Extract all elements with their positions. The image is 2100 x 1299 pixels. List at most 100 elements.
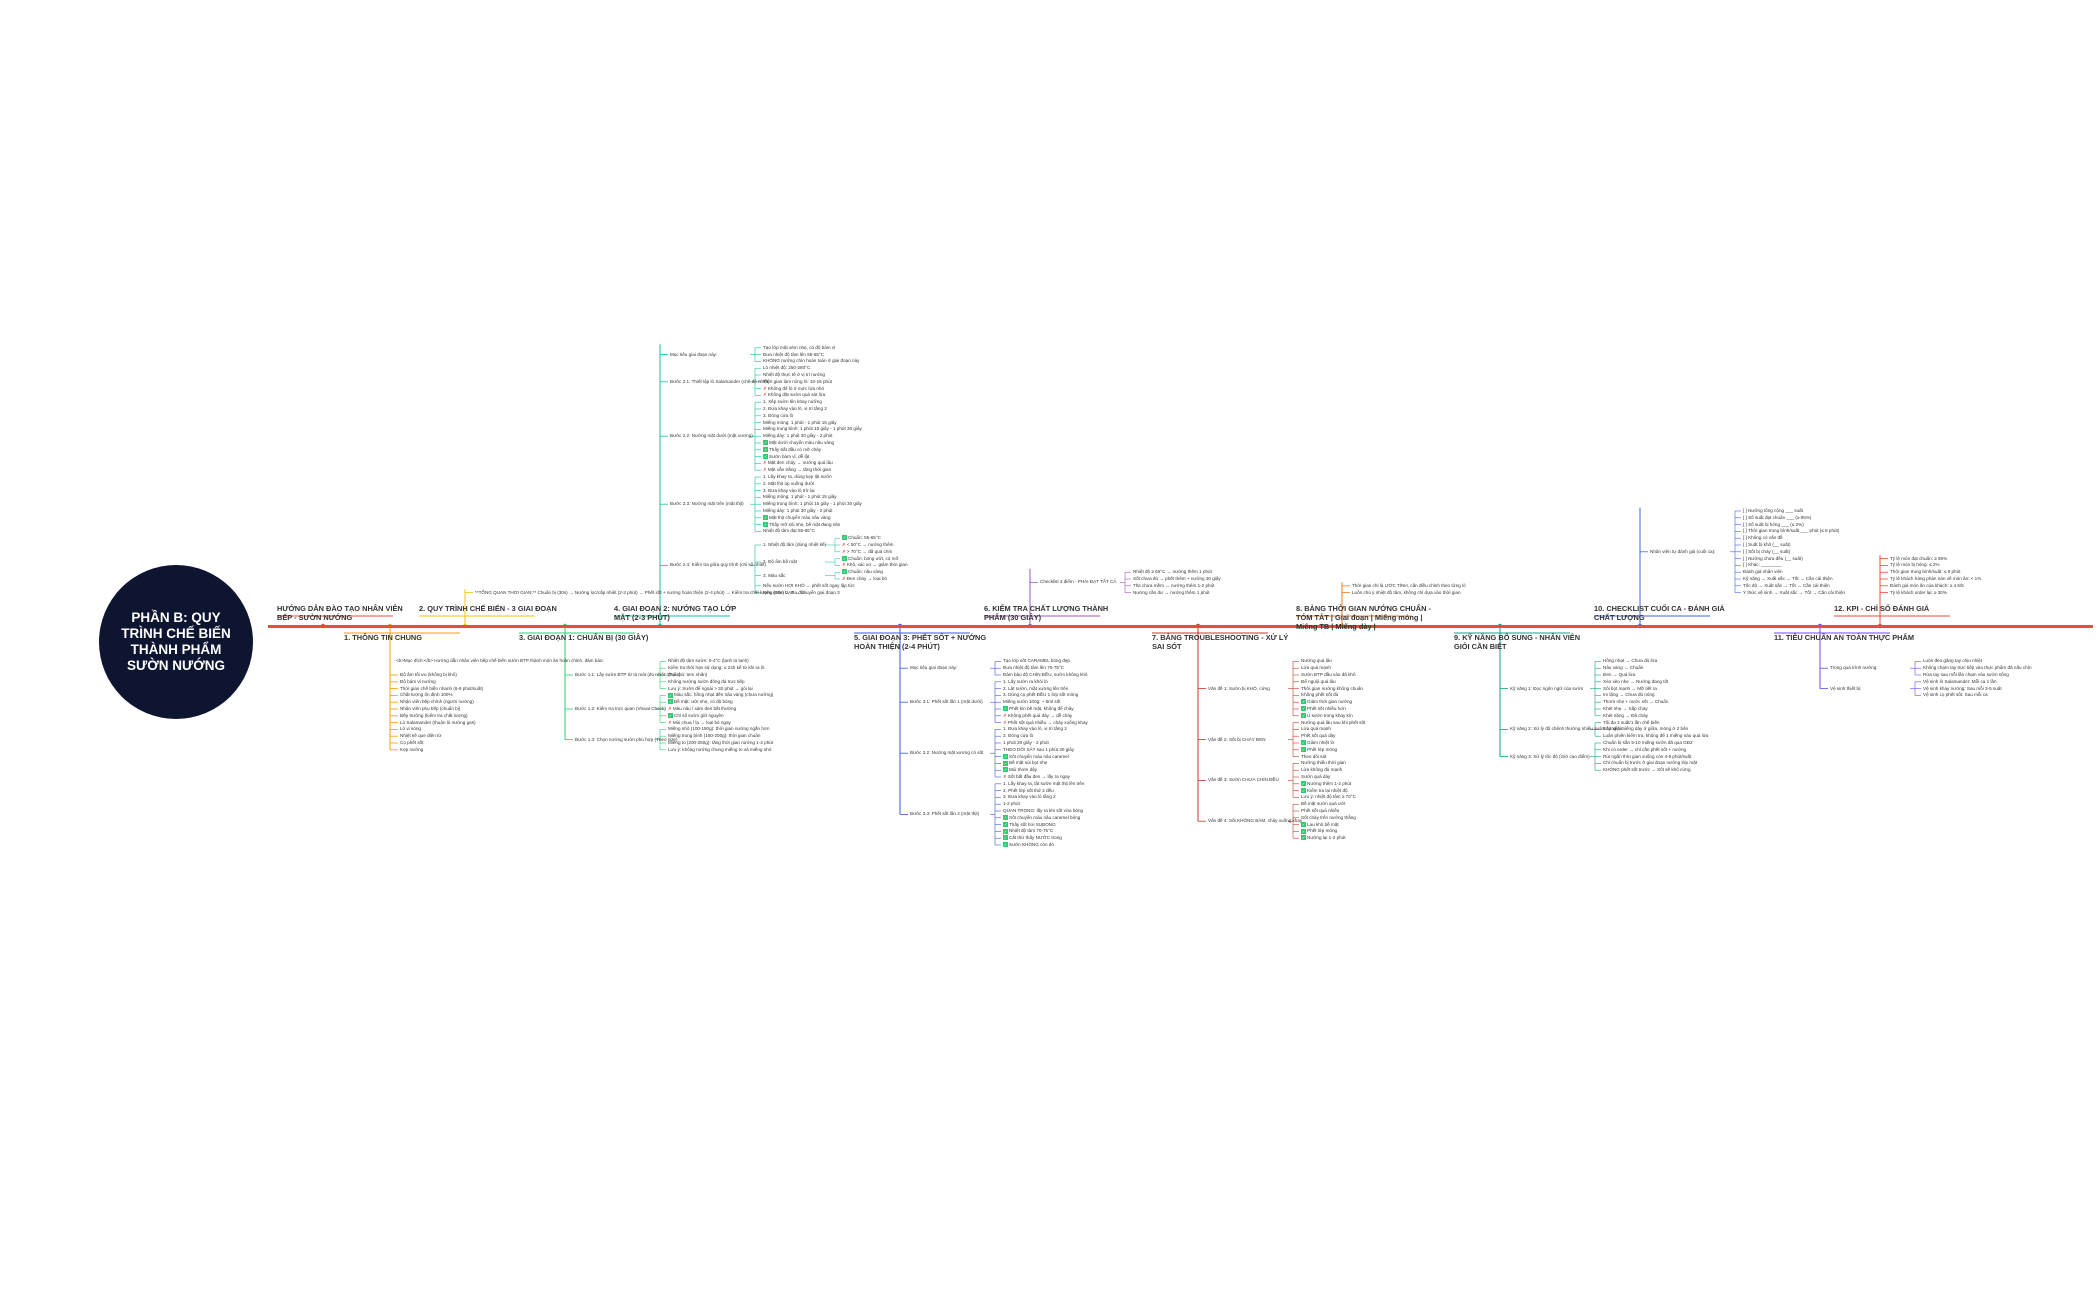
- branch-9-sub-2-item-4[interactable]: KHÔNG phết sốt trước → Sốt sẽ khô cứng: [1603, 767, 1691, 773]
- branch-5-sub-3-item-5[interactable]: ✓Sốt chuyển màu nâu caramel bóng: [1003, 815, 1080, 821]
- branch-12-item-5[interactable]: Tỷ lệ khách order lại: ≥ 30%: [1890, 590, 1947, 596]
- branch-9-sub-0[interactable]: Kỹ năng 1: Đọc ngôn ngữ của sườn: [1510, 686, 1583, 692]
- branch-9-sub-2-item-0[interactable]: Chuẩn bị sẵn 5-10 miếng sườn đã qua GĐ2: [1603, 740, 1693, 746]
- branch-5-sub-3-item-4[interactable]: QUAN TRỌNG: lấy ra khi sốt vừa bóng: [1003, 808, 1083, 814]
- branch-5-sub-2-item-2[interactable]: 1 phút 30 giây - 2 phút: [1003, 740, 1049, 746]
- branch-4-sub-2-item-6[interactable]: ✓Mặt dưới chuyển màu nâu vàng: [763, 440, 834, 446]
- branch-1-item-6[interactable]: Bếp trưởng (kiểm tra chất lượng): [400, 713, 468, 719]
- branch-7-sub-3[interactable]: Vấn đề 4: Sốt KHÔNG BÁM, chảy xuống khay: [1208, 818, 1302, 824]
- branch-9-sub-2-item-3[interactable]: Chỉ chuẩn bị trước ở giai đoạn nướng lớp…: [1603, 760, 1697, 766]
- branch-6-sub-0-item-1[interactable]: Sốt chưa đủ → phết thêm + nướng 30 giây: [1133, 576, 1221, 582]
- branch-4-sub-2-item-9[interactable]: ✗Mặt đen cháy → nướng quá lâu: [763, 460, 833, 466]
- branch-7-sub-0-item-4[interactable]: Thời gian nướng không chuẩn: [1301, 686, 1363, 692]
- branch-7-sub-0-item-6[interactable]: ✓Giảm thời gian nướng: [1301, 699, 1352, 705]
- branch-5-sub-1-item-6[interactable]: ✗Phết sốt quá nhiều → chảy xuống khay: [1003, 720, 1088, 726]
- branch-4-sub-2-item-2[interactable]: 3. Đóng cửa lò: [763, 413, 793, 419]
- branch-4-sub-0[interactable]: Mục tiêu giai đoạn này:: [670, 352, 717, 358]
- branch-1-label[interactable]: 1. THÔNG TIN CHUNG: [344, 633, 423, 642]
- branch-7-sub-1-item-3[interactable]: ✓Giảm nhiệt lò: [1301, 740, 1334, 746]
- branch-4-sub-4-item-1-leaf-1[interactable]: ✗Khô, xác xơ → giảm thời gian: [842, 562, 908, 568]
- branch-5-sub-1-item-3[interactable]: Miếng sườn 100g: ~ 5ml sốt: [1003, 699, 1061, 705]
- branch-5-sub-2-item-6[interactable]: ✓Mùi thơm dậy: [1003, 767, 1037, 773]
- branch-7-sub-2-item-2[interactable]: Sườn quá dày: [1301, 774, 1330, 780]
- branch-7-sub-1-item-4[interactable]: ✓Phết lớp mỏng: [1301, 747, 1337, 753]
- branch-1-item-5[interactable]: Nhân viên phụ bếp (chuẩn bị): [400, 706, 460, 712]
- branch-6-sub-0-item-0[interactable]: Nhiệt độ ≥ 65°C → nướng thêm 1 phút: [1133, 569, 1212, 575]
- branch-4-sub-1-item-0[interactable]: Lò nhiệt độ: 250-280°C: [763, 365, 810, 371]
- branch-3-sub-1-item-4[interactable]: ✗Mùi chua / lạ → loại bỏ ngay: [668, 720, 731, 726]
- branch-1-item-0[interactable]: Độ ấm tối ưu (không bị khô): [400, 672, 457, 678]
- branch-5-sub-2-item-7[interactable]: ✗Sốt bắt đầu đen → lấy ra ngay: [1003, 774, 1070, 780]
- branch-9-sub-2-item-1[interactable]: Khi có order → chỉ cần phết sốt + nướng: [1603, 747, 1686, 753]
- branch-7-sub-0-item-1[interactable]: Lửa quá mạnh: [1301, 665, 1331, 671]
- branch-9-sub-0-item-2[interactable]: Đen → Quá lửa: [1603, 672, 1635, 678]
- branch-4-sub-3-item-5[interactable]: Miếng dày: 1 phút 30 giây - 2 phút: [763, 508, 832, 514]
- branch-4-sub-1-item-4[interactable]: ✗Không đặt sườn quá sát lửa: [763, 392, 825, 398]
- branch-4-sub-3-item-4[interactable]: Miếng trung bình: 1 phút 15 giây - 1 phú…: [763, 501, 862, 507]
- branch-9-label[interactable]: 9. KỸ NĂNG BỔ SUNG - NHÂN VIÊN GIỎI CẦN …: [1454, 633, 1581, 651]
- branch-10-sub-0-item-12[interactable]: Ý thức vệ sinh → Xuất sắc → Tốt → Cần cả…: [1743, 590, 1845, 596]
- branch-4-sub-2-item-4[interactable]: Miếng trung bình: 1 phút 15 giây - 1 phú…: [763, 426, 862, 432]
- branch-1-item-10[interactable]: Cọ phết sốt: [400, 740, 424, 746]
- branch-10-sub-0-item-7[interactable]: [ ] Nướng chưa đều (__ suất): [1743, 556, 1803, 562]
- branch-3-sub-2-item-0[interactable]: Miếng nhỏ (100-150g): thời gian nướng ng…: [668, 726, 770, 732]
- branch-1-intro[interactable]: <b>Mục đích:</b> Hướng dẫn nhân viên bếp…: [396, 658, 604, 664]
- branch-4-sub-4-item-0-leaf-1[interactable]: ✗< 50°C → nướng thêm: [842, 542, 893, 548]
- branch-4-sub-3-item-7[interactable]: ✓Thấy mỡ sôi nhẹ, bề mặt đang săn: [763, 522, 840, 528]
- branch-9-sub-2-item-2[interactable]: Rút ngắn thời gian xuống còn 4-5 phút/su…: [1603, 754, 1691, 760]
- branch-3-sub-0-item-4[interactable]: Lưu ý: Sườn để ngoài > 30 phút → gói lại: [668, 686, 753, 692]
- branch-5-sub-1[interactable]: Bước 3.1: Phết sốt lần 1 (mặt dưới): [910, 699, 983, 705]
- branch-3-sub-0[interactable]: Bước 1.1: Lấy sườn BTP từ tủ mát (đo nhi…: [575, 672, 681, 678]
- branch-7-sub-1-item-5[interactable]: Theo dõi sát: [1301, 754, 1326, 760]
- branch-7-sub-3-item-4[interactable]: ✓Phết lớp mỏng: [1301, 828, 1337, 834]
- branch-5-sub-2-item-4[interactable]: ✓Sốt chuyển màu nâu caramel: [1003, 754, 1069, 760]
- branch-12-item-3[interactable]: Tỷ lệ khách hàng phàn nàn về món ăn: < 1…: [1890, 576, 1981, 582]
- root-node[interactable]: PHẦN B: QUY TRÌNH CHẾ BIẾN THÀNH PHẨM SƯ…: [99, 565, 253, 719]
- branch-12-label[interactable]: 12. KPI - CHỈ SỐ ĐÁNH GIÁ: [1834, 604, 1930, 613]
- branch-6-sub-0[interactable]: Checklist 3 điểm - PHẢI ĐẠT TẤT CẢ: [1040, 579, 1116, 585]
- branch-4-sub-2-item-3[interactable]: Miếng mỏng: 1 phút - 1 phút 15 giây: [763, 420, 837, 426]
- branch-2-item-0[interactable]: **TỔNG QUAN THỜI GIAN:** Chuẩn bị (30s) …: [475, 590, 805, 596]
- branch-5-sub-0-item-1[interactable]: Đưa nhiệt độ tâm lên 70-75°C: [1003, 665, 1064, 671]
- branch-8-item-0[interactable]: Thời gian chỉ là ƯỚC TÍNH, cần điều chỉn…: [1352, 583, 1466, 589]
- branch-3-sub-1[interactable]: Bước 1.2: Kiểm tra trực quan (Visual Che…: [575, 706, 666, 712]
- branch-4-sub-3-item-3[interactable]: Miếng mỏng: 1 phút - 1 phút 15 giây: [763, 494, 837, 500]
- branch-4-sub-4-item-1[interactable]: 2. Độ ẩm bề mặt: [763, 559, 797, 565]
- branch-4-sub-3-item-8[interactable]: Nhiệt độ tâm đạt 55-65°C: [763, 528, 815, 534]
- branch-4-sub-4-item-4[interactable]: Nếu sườn ĐẠT → chuyển giai đoạn 3: [763, 590, 840, 596]
- branch-5-sub-3[interactable]: Bước 3.3: Phết sốt lần 2 (mặt thịt): [910, 811, 979, 817]
- branch-4-label[interactable]: 4. GIAI ĐOẠN 2: NƯỚNG TẠO LỚP MẶT (2-3 P…: [614, 604, 737, 622]
- branch-5-sub-0-item-2[interactable]: Đảm bảo độ CHÍN ĐỀU, sườn không khô: [1003, 672, 1087, 678]
- branch-10-sub-0-item-4[interactable]: [ ] Không có vấn đề: [1743, 535, 1783, 541]
- branch-1-item-8[interactable]: Lò vi sóng: [400, 726, 421, 732]
- branch-5-sub-1-item-5[interactable]: ✗Không phết quá dày → dễ cháy: [1003, 713, 1072, 719]
- branch-4-sub-2-item-8[interactable]: ✓Sườn bám vỉ, dễ lật: [763, 454, 809, 460]
- branch-9-sub-0-item-8[interactable]: Khét nặng → Đã cháy: [1603, 713, 1648, 719]
- branch-10-sub-0-item-5[interactable]: [ ] Suất bị khô (__ suất): [1743, 542, 1791, 548]
- branch-1-item-4[interactable]: Nhận viên bếp chính (người nướng): [400, 699, 474, 705]
- branch-8-item-1[interactable]: Luôn chú ý nhiệt độ tâm, không chỉ dựa v…: [1352, 590, 1461, 596]
- branch-7-sub-1-item-2[interactable]: Phết sốt quá dày: [1301, 733, 1335, 739]
- branch-9-sub-0-item-0[interactable]: Hồng nhạt → Chưa đủ lửa: [1603, 658, 1657, 664]
- branch-9-sub-0-item-6[interactable]: Thơm nhẹ + nước sốt → Chuẩn: [1603, 699, 1668, 705]
- branch-7-sub-3-item-1[interactable]: Phết sốt quá nhiều: [1301, 808, 1339, 814]
- branch-5-sub-1-item-1[interactable]: 2. Lật sườn, mặt xương lên trên: [1003, 686, 1068, 692]
- branch-4-sub-3-item-0[interactable]: 1. Lấy khay ra, dùng kẹp lật sườn: [763, 474, 832, 480]
- branch-9-sub-1-item-1[interactable]: Sắp xếp miếng dày ở giữa, mỏng ở 2 bên: [1603, 726, 1688, 732]
- branch-10-sub-0[interactable]: Nhân viên tự đánh giá (cuối ca):: [1650, 549, 1715, 555]
- branch-4-sub-4-item-2-leaf-0[interactable]: ✓Chuẩn: nâu vàng: [842, 569, 883, 575]
- branch-7-sub-1-item-1[interactable]: Lửa quá mạnh: [1301, 726, 1331, 732]
- branch-11-sub-1-item-1[interactable]: Vệ sinh khay nướng: Sau mỗi 3-5 suất: [1923, 686, 2002, 692]
- branch-4-sub-1-item-1[interactable]: Nhiệt độ thực tế ở vị trí nướng: [763, 372, 825, 378]
- branch-1-item-1[interactable]: Độ bám vỉ nướng: [400, 679, 436, 685]
- branch-11-sub-0-item-1[interactable]: Không chạm tay trực tiếp vào thực phẩm đ…: [1923, 665, 2032, 671]
- branch-7-sub-2[interactable]: Vấn đề 3: Sườn CHƯA CHÍN ĐỀU: [1208, 777, 1279, 783]
- branch-5-sub-2[interactable]: Bước 3.2: Nướng mặt xương có sốt: [910, 750, 983, 756]
- branch-5-sub-1-item-4[interactable]: ✓Phết kín bề mặt, không để chảy: [1003, 706, 1074, 712]
- branch-5-sub-0[interactable]: Mục tiêu giai đoạn này:: [910, 665, 957, 671]
- branch-4-sub-2-item-1[interactable]: 2. Đưa khay vào lò, vị trí tầng 2: [763, 406, 827, 412]
- branch-9-sub-0-item-7[interactable]: Khét nhẹ → Sắp cháy: [1603, 706, 1648, 712]
- branch-5-sub-3-item-1[interactable]: 2. Phết lớp sốt thứ 2 đều: [1003, 788, 1054, 794]
- branch-4-sub-3[interactable]: Bước 2.3: Nướng mặt trên (mặt thịt): [670, 501, 744, 507]
